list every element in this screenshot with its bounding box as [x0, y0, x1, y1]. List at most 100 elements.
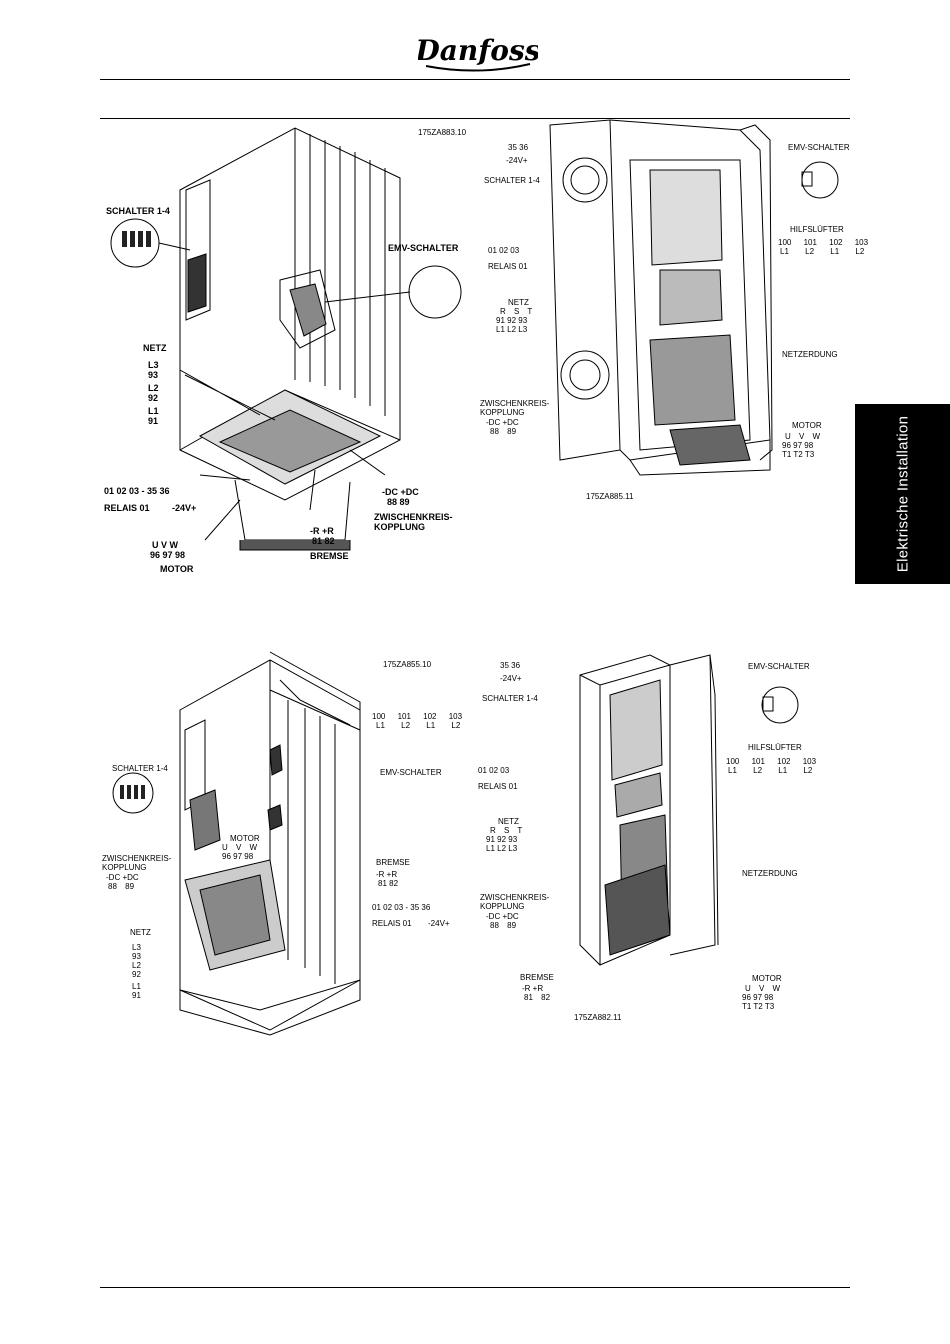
- zwischenkreis-label: ZWISCHENKREIS-: [480, 893, 550, 902]
- relais-label: RELAIS 01: [104, 503, 150, 513]
- terminal-label: 91: [148, 416, 159, 426]
- voltage-label: -24V+: [506, 156, 528, 165]
- emv-label: EMV-SCHALTER: [788, 143, 850, 152]
- brake-numbers: 81 82: [378, 879, 399, 888]
- motor-uvw: U V W: [152, 540, 178, 550]
- schalter-label: SCHALTER 1-4: [482, 694, 538, 703]
- voltage-label: -24V+: [500, 674, 522, 683]
- relais-numbers: 01 02 03 - 35 36: [104, 486, 170, 496]
- rst-label: R S T: [500, 307, 533, 316]
- netz-label: NETZ: [508, 298, 529, 307]
- schalter-label: SCHALTER 1-4: [484, 176, 540, 185]
- rst-numbers: 91 92 93: [486, 835, 518, 844]
- figure-code: 175ZA885.11: [586, 492, 634, 501]
- terminal-label: L3: [132, 943, 141, 952]
- rst-numbers: 91 92 93: [496, 316, 528, 325]
- brake-numbers: 81 82: [312, 536, 335, 546]
- motor-numbers: 96 97 98: [742, 993, 774, 1002]
- footer-rule: [100, 1287, 850, 1288]
- terminal-label: L1: [132, 982, 141, 991]
- figure-code: 175ZA855.10: [383, 660, 432, 669]
- terminal-label: 91: [132, 991, 141, 1000]
- kopplung-label: KOPPLUNG: [480, 408, 525, 417]
- motor-label: MOTOR: [160, 564, 194, 574]
- danfoss-logo: Danfoss: [418, 34, 538, 72]
- relais-label: RELAIS 01: [478, 782, 518, 791]
- emv-label: EMV-SCHALTER: [380, 768, 442, 777]
- netzerdung-label: NETZERDUNG: [782, 350, 838, 359]
- dc-label: -DC +DC: [382, 487, 419, 497]
- voltage-label: -24V+: [428, 919, 450, 928]
- drive-drawing-bottom-left: [170, 650, 470, 1040]
- hilfsluefter-numbers: 100 101 102 103: [778, 238, 869, 247]
- kopplung-label: KOPPLUNG: [102, 863, 147, 872]
- relais-numbers: 01 02 03: [478, 766, 510, 775]
- terminal-label: 93: [132, 952, 141, 961]
- terminal-numbers: 35 36: [508, 143, 529, 152]
- motor-t-labels: T1 T2 T3: [742, 1002, 775, 1011]
- rst-lines: L1 L2 L3: [486, 844, 518, 853]
- terminal-label: L2: [132, 961, 141, 970]
- header-rule: [100, 79, 850, 80]
- figure-code: 175ZA882.11: [574, 1013, 622, 1022]
- bremse-label: BREMSE: [376, 858, 410, 867]
- hilfsluefter-numbers: 100 101 102 103: [726, 757, 817, 766]
- brake-label: -R +R: [310, 526, 334, 536]
- zwischenkreis-label: ZWISCHENKREIS-: [480, 399, 550, 408]
- brake-label: -R +R: [376, 870, 398, 879]
- motor-uvw: U V W: [785, 432, 821, 441]
- relais-label: RELAIS 01: [372, 919, 412, 928]
- terminal-label: 92: [148, 393, 159, 403]
- motor-label: MOTOR: [792, 421, 822, 430]
- rst-label: R S T: [490, 826, 523, 835]
- motor-uvw: U V W: [745, 984, 781, 993]
- terminal-label: L1: [148, 406, 159, 416]
- brake-label: -R +R: [522, 984, 544, 993]
- rst-lines: L1 L2 L3: [496, 325, 528, 334]
- dc-numbers: 88 89: [490, 427, 517, 436]
- hilfsluefter-label: HILFSLÜFTER: [790, 225, 844, 234]
- hilfsluefter-lines: L1 L2 L1 L2: [376, 721, 461, 730]
- voltage-label: -24V+: [172, 503, 197, 513]
- netz-label: NETZ: [498, 817, 519, 826]
- terminal-label: 93: [148, 370, 159, 380]
- zwischenkreis-label: ZWISCHENKREIS-: [102, 854, 172, 863]
- section-tab-label: Elektrische Installation: [894, 415, 911, 573]
- drive-drawing-top-right: [540, 120, 840, 480]
- brand-text: Danfoss: [418, 34, 538, 67]
- zwischenkreis-label: ZWISCHENKREIS-: [374, 512, 453, 522]
- drive-drawing-bottom-right: [570, 655, 850, 975]
- figure-code: 175ZA883.10: [418, 128, 467, 137]
- kopplung-label: KOPPLUNG: [374, 522, 426, 532]
- schalter-label: SCHALTER 1-4: [106, 206, 170, 216]
- motor-numbers: 96 97 98: [150, 550, 186, 560]
- terminal-label: L3: [148, 360, 159, 370]
- emv-label: EMV-SCHALTER: [748, 662, 810, 671]
- hilfsluefter-label: HILFSLÜFTER: [748, 743, 802, 752]
- hilfsluefter-numbers: 100 101 102 103: [372, 712, 463, 721]
- dc-numbers: 88 89: [108, 882, 135, 891]
- dc-label: -DC +DC: [486, 912, 519, 921]
- section-tab: Elektrische Installation: [855, 404, 950, 584]
- dc-label: -DC +DC: [106, 873, 139, 882]
- kopplung-label: KOPPLUNG: [480, 902, 525, 911]
- dc-numbers: 88 89: [387, 497, 410, 507]
- dc-label: -DC +DC: [486, 418, 519, 427]
- motor-label: MOTOR: [752, 974, 782, 983]
- relais-label: RELAIS 01: [488, 262, 528, 271]
- bremse-label: BREMSE: [310, 551, 349, 561]
- emv-label: EMV-SCHALTER: [388, 243, 459, 253]
- netzerdung-label: NETZERDUNG: [742, 869, 798, 878]
- terminal-numbers: 35 36: [500, 661, 521, 670]
- drive-drawing-top-left: [100, 120, 480, 590]
- motor-label: MOTOR: [230, 834, 260, 843]
- relais-numbers: 01 02 03 - 35 36: [372, 903, 431, 912]
- terminal-label: 92: [132, 970, 141, 979]
- netz-label: NETZ: [143, 343, 167, 353]
- relais-numbers: 01 02 03: [488, 246, 520, 255]
- header-rule-2: [100, 118, 850, 119]
- hilfsluefter-lines: L1 L2 L1 L2: [780, 247, 865, 256]
- netz-label: NETZ: [130, 928, 151, 937]
- dc-numbers: 88 89: [490, 921, 517, 930]
- bremse-label: BREMSE: [520, 973, 554, 982]
